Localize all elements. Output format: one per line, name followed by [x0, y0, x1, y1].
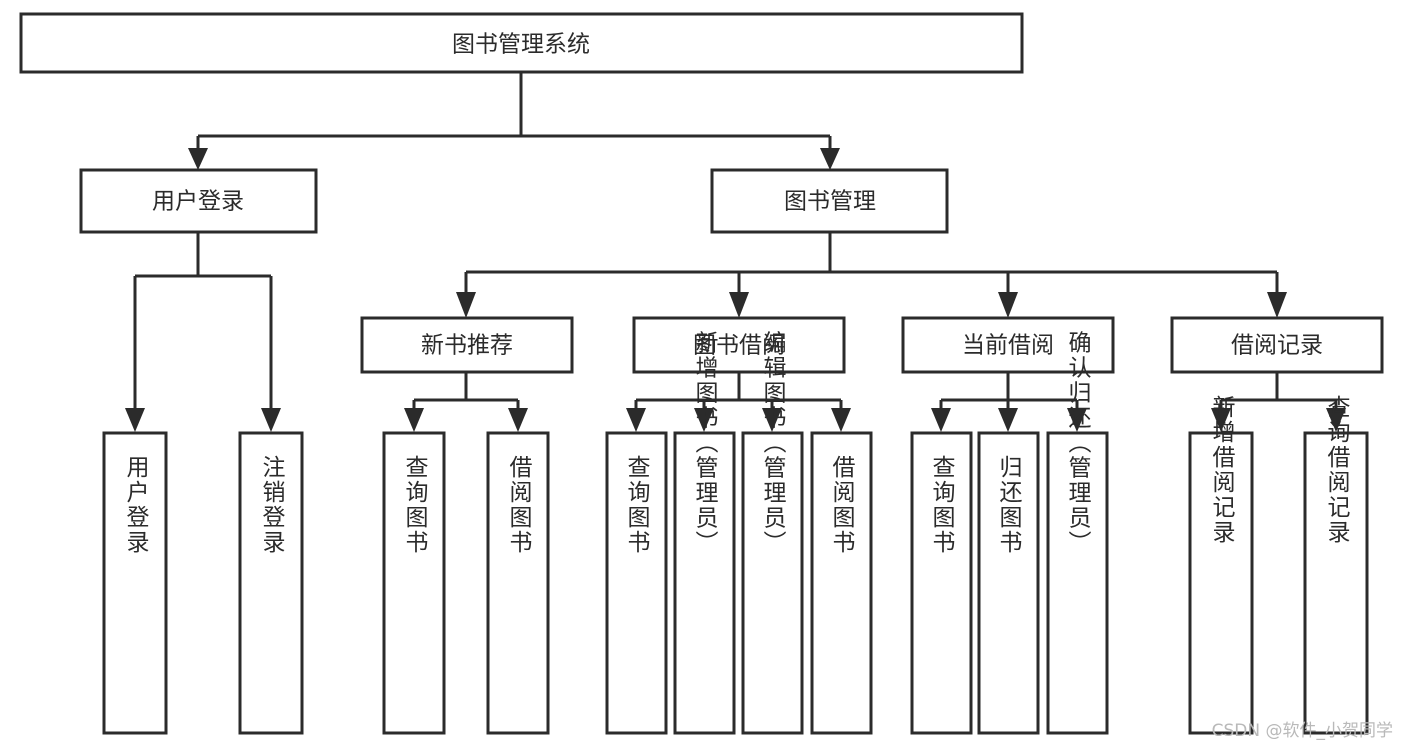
- node-leaf-user-logout-box[interactable]: [238, 431, 304, 735]
- node-leaf-query-book-1[interactable]: 查询图书: [382, 431, 446, 735]
- node-leaf-user-login-label: 用户登录: [122, 455, 150, 555]
- node-root-box[interactable]: [19, 12, 1024, 74]
- node-leaf-query-book-3-box[interactable]: [910, 431, 973, 735]
- arrow-head-current-borrow: [998, 292, 1018, 318]
- node-leaf-user-logout[interactable]: 注销登录: [238, 431, 304, 735]
- arrow-head-leaf-borrow-book-2: [831, 408, 851, 432]
- node-borrow-record-label: 借阅记录: [1231, 333, 1323, 359]
- node-leaf-return-book[interactable]: 归还图书: [977, 431, 1040, 735]
- node-leaf-user-logout-label: 注销登录: [258, 455, 286, 555]
- node-root[interactable]: 图书管理系统: [19, 12, 1024, 74]
- node-user-login-label: 用户登录: [152, 189, 244, 215]
- node-current-borrow[interactable]: 当前借阅: [901, 316, 1115, 374]
- node-leaf-edit-book-label: 编辑图书（管理员）: [759, 331, 787, 556]
- node-leaf-borrow-book-2-label: 借阅图书: [828, 455, 856, 555]
- node-leaf-borrow-book-1-box[interactable]: [486, 431, 550, 735]
- arrow-head-book-manage: [820, 148, 840, 170]
- node-leaf-borrow-book-2[interactable]: 借阅图书: [810, 431, 873, 735]
- node-leaf-add-record-label: 新增借阅记录: [1208, 395, 1236, 545]
- arrow-head-new-book-recommend: [456, 292, 476, 318]
- node-book-manage[interactable]: 图书管理: [710, 168, 949, 234]
- node-new-book-recommend[interactable]: 新书推荐: [360, 316, 574, 374]
- arrow-head-leaf-add-record: [1211, 408, 1231, 432]
- node-book-manage-label: 图书管理: [784, 189, 876, 215]
- node-leaf-add-record-box[interactable]: [1188, 431, 1254, 735]
- node-leaf-query-book-2-label: 查询图书: [623, 455, 651, 555]
- node-leaf-user-login-box[interactable]: [102, 431, 168, 735]
- arrow-head-user-login: [188, 148, 208, 170]
- node-leaf-borrow-book-1-label: 借阅图书: [505, 455, 533, 555]
- node-leaf-return-book-label: 归还图书: [995, 455, 1023, 555]
- node-current-borrow-box[interactable]: [901, 316, 1115, 374]
- node-leaf-return-book-box[interactable]: [977, 431, 1040, 735]
- node-leaf-query-book-2-box[interactable]: [605, 431, 668, 735]
- arrow-head-leaf-edit-book: [762, 408, 782, 432]
- node-leaf-edit-book[interactable]: 编辑图书（管理员）: [741, 331, 804, 735]
- node-leaf-add-record[interactable]: 新增借阅记录: [1188, 395, 1254, 735]
- arrow-head-leaf-return-book: [998, 408, 1018, 432]
- node-leaf-query-record-label: 查询借阅记录: [1323, 395, 1351, 545]
- node-leaf-borrow-book-1[interactable]: 借阅图书: [486, 431, 550, 735]
- node-current-borrow-label: 当前借阅: [962, 333, 1054, 359]
- node-leaf-confirm-return[interactable]: 确认归还（管理员）: [1046, 331, 1109, 735]
- node-leaf-query-book-1-label: 查询图书: [401, 455, 429, 555]
- arrow-head-leaf-borrow-book-1: [508, 408, 528, 432]
- node-book-borrow[interactable]: 图书借阅: [632, 316, 846, 374]
- node-user-login-box[interactable]: [79, 168, 318, 234]
- node-leaf-query-book-3-label: 查询图书: [928, 455, 956, 555]
- node-book-borrow-label: 图书借阅: [693, 333, 785, 359]
- connector-layer: [125, 72, 1346, 432]
- arrow-head-leaf-user-login: [125, 408, 145, 432]
- node-leaf-edit-book-box[interactable]: [741, 431, 804, 735]
- arrow-head-leaf-confirm-return: [1067, 408, 1087, 432]
- node-leaf-query-book-2[interactable]: 查询图书: [605, 431, 668, 735]
- node-book-borrow-box[interactable]: [632, 316, 846, 374]
- node-leaf-query-record[interactable]: 查询借阅记录: [1303, 395, 1369, 735]
- arrow-head-leaf-add-book: [694, 408, 714, 432]
- node-new-book-recommend-label: 新书推荐: [421, 333, 513, 359]
- arrow-head-book-borrow: [729, 292, 749, 318]
- arrow-head-borrow-record: [1267, 292, 1287, 318]
- node-leaf-add-book[interactable]: 新增图书（管理员）: [673, 331, 736, 735]
- node-leaf-add-book-label: 新增图书（管理员）: [691, 331, 719, 556]
- arrow-head-leaf-query-book-1: [404, 408, 424, 432]
- node-borrow-record[interactable]: 借阅记录: [1170, 316, 1384, 374]
- node-new-book-recommend-box[interactable]: [360, 316, 574, 374]
- node-leaf-borrow-book-2-box[interactable]: [810, 431, 873, 735]
- node-book-manage-box[interactable]: [710, 168, 949, 234]
- arrow-head-leaf-query-book-2: [626, 408, 646, 432]
- node-leaf-query-book-3[interactable]: 查询图书: [910, 431, 973, 735]
- arrow-head-leaf-query-record: [1326, 408, 1346, 432]
- node-leaf-confirm-return-box[interactable]: [1046, 431, 1109, 735]
- node-leaf-query-book-1-box[interactable]: [382, 431, 446, 735]
- node-borrow-record-box[interactable]: [1170, 316, 1384, 374]
- node-root-label: 图书管理系统: [452, 32, 590, 58]
- node-leaf-user-login[interactable]: 用户登录: [102, 431, 168, 735]
- node-leaf-add-book-box[interactable]: [673, 431, 736, 735]
- node-leaf-query-record-box[interactable]: [1303, 431, 1369, 735]
- arrow-head-leaf-user-logout: [261, 408, 281, 432]
- node-user-login[interactable]: 用户登录: [79, 168, 318, 234]
- node-leaf-confirm-return-label: 确认归还（管理员）: [1064, 331, 1092, 556]
- arrow-head-leaf-query-book-3: [931, 408, 951, 432]
